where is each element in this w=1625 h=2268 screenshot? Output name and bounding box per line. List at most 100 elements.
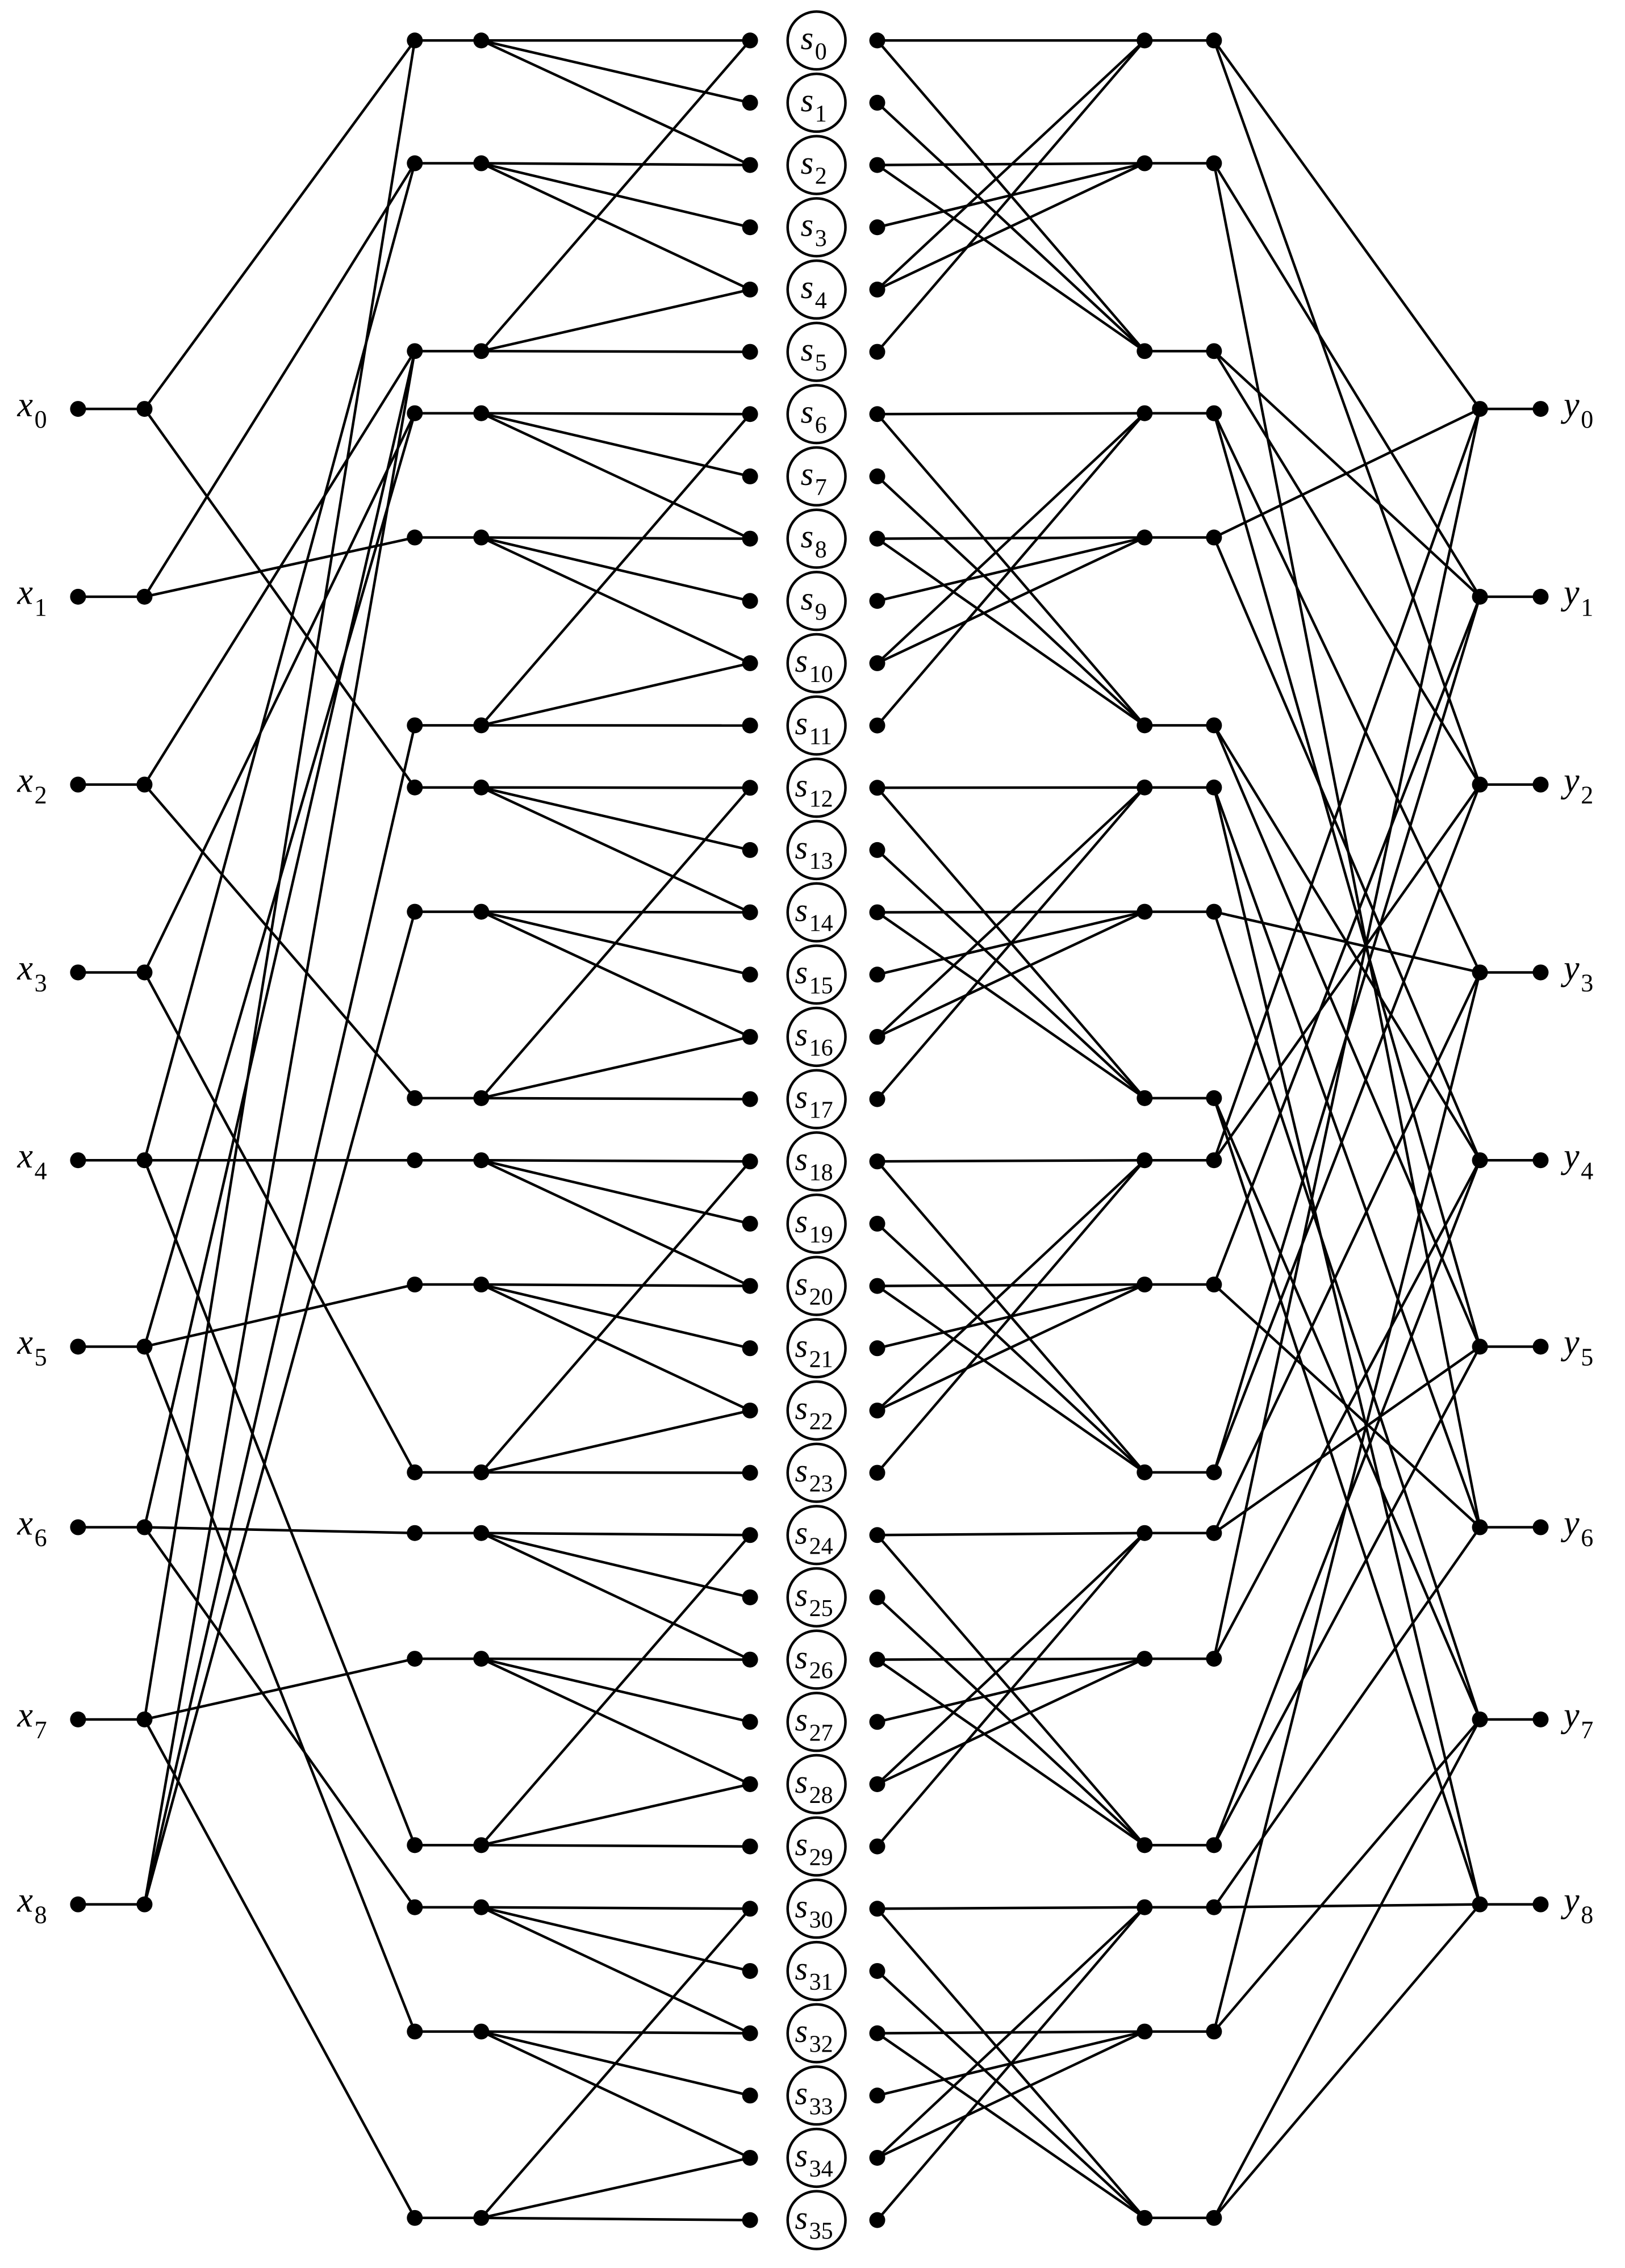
input-terminal: [70, 964, 86, 981]
input-fan-edge: [143, 725, 416, 1905]
state-label-index: 5: [815, 350, 827, 376]
state-circle: [786, 2003, 847, 2064]
input-fan-edge: [143, 162, 416, 1161]
input-label-symbol: x: [17, 1696, 34, 1735]
state-label: s16: [795, 1016, 833, 1061]
state-label-symbol: s: [801, 269, 814, 306]
output-label-symbol: y: [1560, 1881, 1580, 1919]
state-label-symbol: s: [801, 518, 814, 555]
input-label: x3: [17, 949, 47, 997]
output-label: y4: [1560, 1137, 1593, 1185]
state-out-node: [869, 1962, 885, 1979]
state-out-node: [869, 1340, 885, 1357]
state-out-node: [869, 157, 885, 173]
input-label-index: 8: [35, 1901, 47, 1929]
state-circle: [786, 321, 847, 382]
state-out-node: [869, 780, 885, 796]
state-in-edge: [481, 1531, 751, 1599]
state-in-edge: [481, 786, 751, 914]
state-label-symbol: s: [795, 1390, 808, 1426]
state-label-index: 24: [809, 1533, 833, 1559]
state-in-node: [742, 1838, 758, 1855]
output-join-node: [1472, 1896, 1488, 1913]
group-node: [473, 529, 490, 546]
group-node: [407, 1464, 423, 1480]
input-label: x2: [17, 761, 47, 809]
input-fan-edge: [143, 350, 416, 1905]
state-out-node: [869, 1215, 885, 1232]
state-label: s10: [795, 642, 833, 688]
state-circle: [786, 197, 847, 258]
state-out-node: [869, 2087, 885, 2104]
state-out-node: [869, 1402, 885, 1418]
output-label-index: 6: [1581, 1524, 1593, 1552]
group-node: [1206, 1899, 1222, 1915]
state-in-node: [742, 1962, 758, 1979]
state-label: s9: [801, 580, 827, 626]
state-out-edge: [877, 1531, 1145, 1537]
state-label: s12: [795, 767, 833, 813]
state-label-index: 29: [809, 1845, 833, 1871]
state-label-symbol: s: [795, 1888, 808, 1925]
state-out-edge: [876, 164, 1146, 353]
state-circle: [786, 1006, 847, 1068]
state-in-node: [742, 1340, 758, 1357]
group-node: [407, 1651, 423, 1667]
output-label-symbol: y: [1560, 1323, 1580, 1362]
input-label: x4: [17, 1137, 47, 1185]
state-out-edge: [876, 1658, 1146, 1847]
state-in-edge: [481, 2030, 750, 2035]
group-node: [1137, 1152, 1153, 1169]
state-out-node: [869, 406, 885, 422]
state-out-edge: [876, 2032, 1146, 2219]
input-split-node: [136, 588, 153, 605]
group-node: [407, 717, 423, 734]
state-out-node: [869, 1838, 885, 1855]
state-label: s18: [795, 1141, 833, 1186]
state-label-symbol: s: [795, 1452, 808, 1489]
state-in-node: [742, 1278, 758, 1294]
output-label: y5: [1560, 1323, 1593, 1371]
state-label-index: 1: [815, 101, 827, 127]
state-in-edge: [481, 1906, 750, 1910]
state-label-index: 35: [809, 2219, 833, 2245]
input-fan-edge: [143, 408, 416, 789]
state-label-symbol: s: [795, 642, 808, 679]
state-in-edge: [481, 536, 750, 540]
state-out-edge: [876, 911, 1146, 1099]
state-label-symbol: s: [801, 394, 814, 430]
output-label-symbol: y: [1560, 574, 1580, 612]
group-node: [1206, 2210, 1222, 2226]
state-in-edge: [481, 910, 750, 914]
state-in-node: [742, 2212, 758, 2228]
output-terminal: [1532, 1519, 1549, 1535]
group-node: [407, 529, 423, 546]
state-in-edge: [481, 1906, 751, 1973]
state-label-symbol: s: [795, 2199, 808, 2236]
group-node: [1137, 343, 1153, 359]
state-in-node: [742, 1527, 758, 1543]
input-label-index: 1: [35, 593, 47, 621]
group-node: [1206, 529, 1222, 546]
input-label-symbol: x: [17, 761, 34, 800]
output-label-index: 0: [1581, 405, 1593, 433]
group-node: [1137, 155, 1153, 171]
input-label-symbol: x: [17, 574, 34, 612]
state-in-edge: [481, 1531, 751, 1661]
state-label-index: 8: [815, 537, 827, 563]
state-label: s3: [801, 207, 827, 252]
output-fan-edge: [1213, 413, 1481, 1348]
output-fan-edge: [1213, 596, 1481, 1285]
state-in-edge: [481, 2216, 750, 2221]
state-label-index: 3: [815, 225, 827, 252]
state-out-node: [869, 1901, 885, 1917]
state-circle: [786, 758, 847, 818]
state-label-symbol: s: [795, 954, 808, 991]
input-fan-edge: [143, 1160, 416, 1846]
state-out-edge: [876, 1907, 1146, 2219]
input-split-node: [136, 1711, 153, 1727]
state-label-symbol: s: [795, 1514, 808, 1551]
state-label: s29: [795, 1826, 833, 1871]
state-in-edge: [481, 350, 750, 353]
input-split-node: [136, 1152, 153, 1169]
